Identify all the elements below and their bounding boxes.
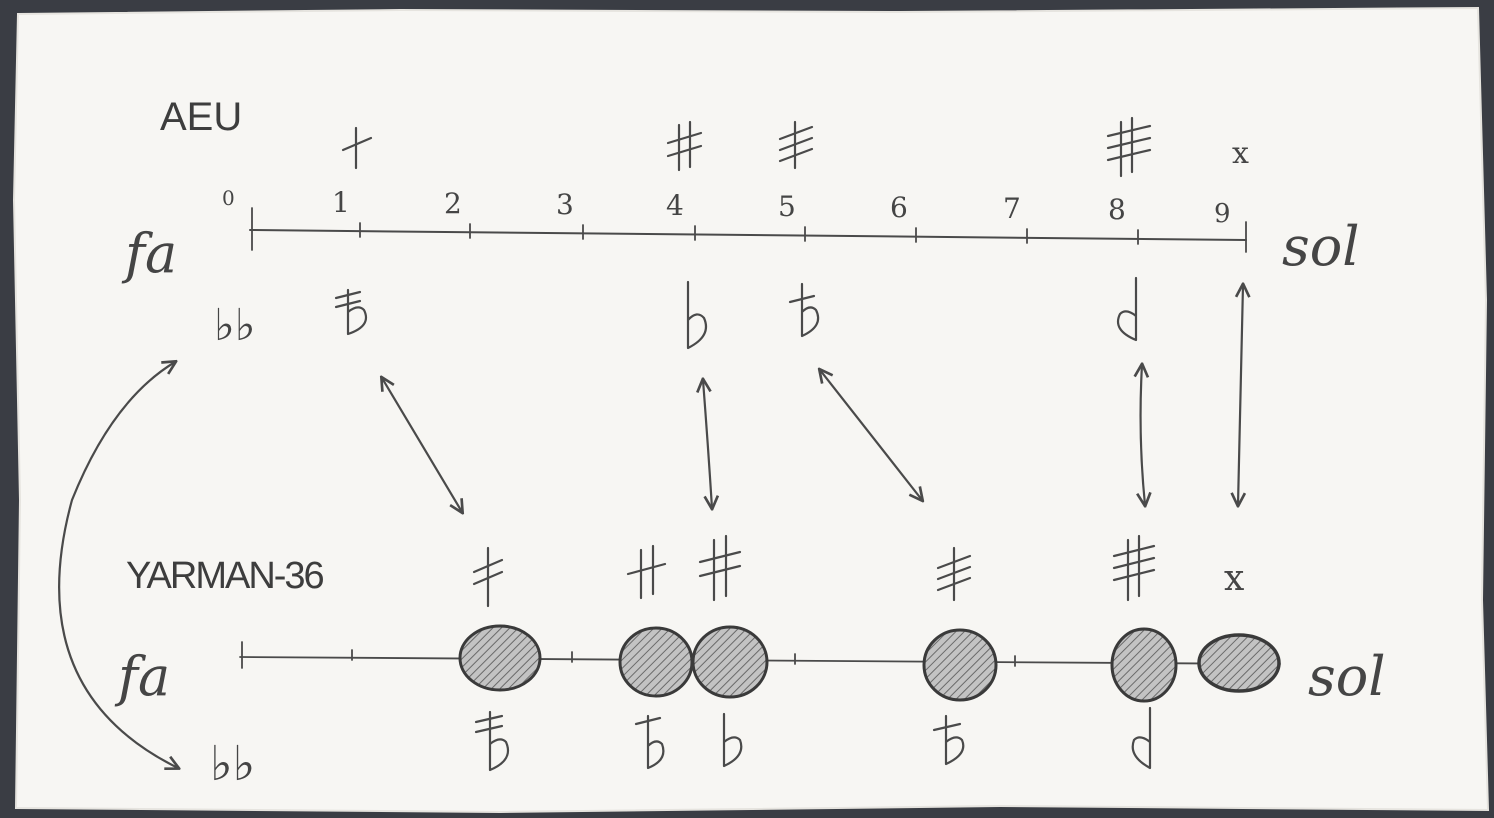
aeu-right-note: sol [1282, 215, 1360, 278]
pitch-circle-2 [620, 628, 692, 696]
double-flat-icon: ♭♭ [214, 300, 256, 351]
pitch-circle-3 [693, 627, 767, 697]
pitch-circle-6 [1199, 635, 1279, 691]
yarman-double-sharp-icon: x [1224, 558, 1244, 599]
aeu-tick-label-6: 6 [890, 191, 908, 224]
yarman-right-note: sol [1308, 645, 1386, 708]
aeu-tick-label-4: 4 [666, 189, 684, 222]
aeu-label: AEU [160, 95, 242, 139]
yarman-double-flat-icon: ♭♭ [210, 736, 255, 792]
aeu-tick-label-0: 0 [222, 186, 235, 210]
double-sharp-icon: x [1232, 136, 1249, 171]
yarman-label: YARMAN-36 [126, 555, 324, 597]
yarman-left-note: fa [114, 645, 170, 708]
pitch-circle-4 [924, 630, 996, 700]
aeu-tick-label-2: 2 [444, 187, 462, 220]
aeu-tick-label-8: 8 [1108, 193, 1126, 226]
aeu-tick-label-5: 5 [778, 190, 796, 223]
aeu-tick-label-9: 9 [1214, 199, 1231, 229]
aeu-tick-label-1: 1 [332, 186, 350, 219]
pitch-circle-5 [1112, 629, 1176, 701]
aeu-tick-label-7: 7 [1003, 192, 1021, 225]
aeu-tick-label-3: 3 [556, 188, 574, 221]
aeu-left-note: fa [121, 222, 177, 285]
pitch-circle-1 [460, 626, 540, 690]
